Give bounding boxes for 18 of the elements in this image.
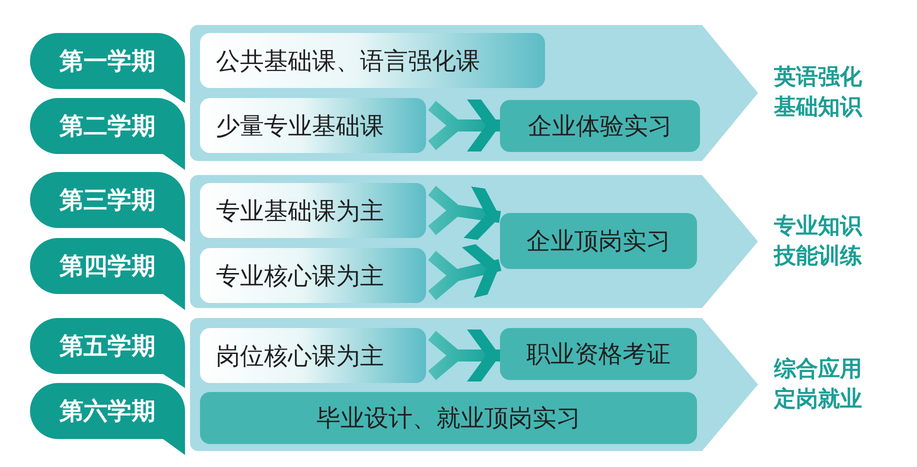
course-box: 企业体验实习 — [500, 100, 700, 152]
course-box: 毕业设计、就业顶岗实习 — [200, 392, 697, 444]
course-box: 专业基础课为主 — [200, 183, 426, 238]
course-box: 职业资格考证 — [500, 328, 697, 380]
semester-label: 第三学期 — [58, 185, 156, 216]
course-box: 少量专业基础课 — [200, 98, 426, 153]
course-box: 公共基础课、语言强化课 — [200, 33, 545, 88]
stage-goal-text: 英语强化基础知识 — [772, 64, 864, 122]
semester-label: 第五学期 — [58, 331, 156, 362]
semester-label: 第二学期 — [58, 111, 156, 142]
course-box: 岗位核心课为主 — [200, 328, 426, 383]
course-box: 企业顶岗实习 — [500, 213, 697, 269]
semester-label: 第六学期 — [58, 396, 156, 427]
course-box: 专业核心课为主 — [200, 248, 426, 303]
semester-label: 第四学期 — [58, 251, 156, 282]
stage-goal-text: 综合应用定岗就业 — [772, 356, 863, 414]
stage-goal-text: 专业知识技能训练 — [772, 212, 864, 270]
semester-label: 第一学期 — [58, 46, 156, 77]
